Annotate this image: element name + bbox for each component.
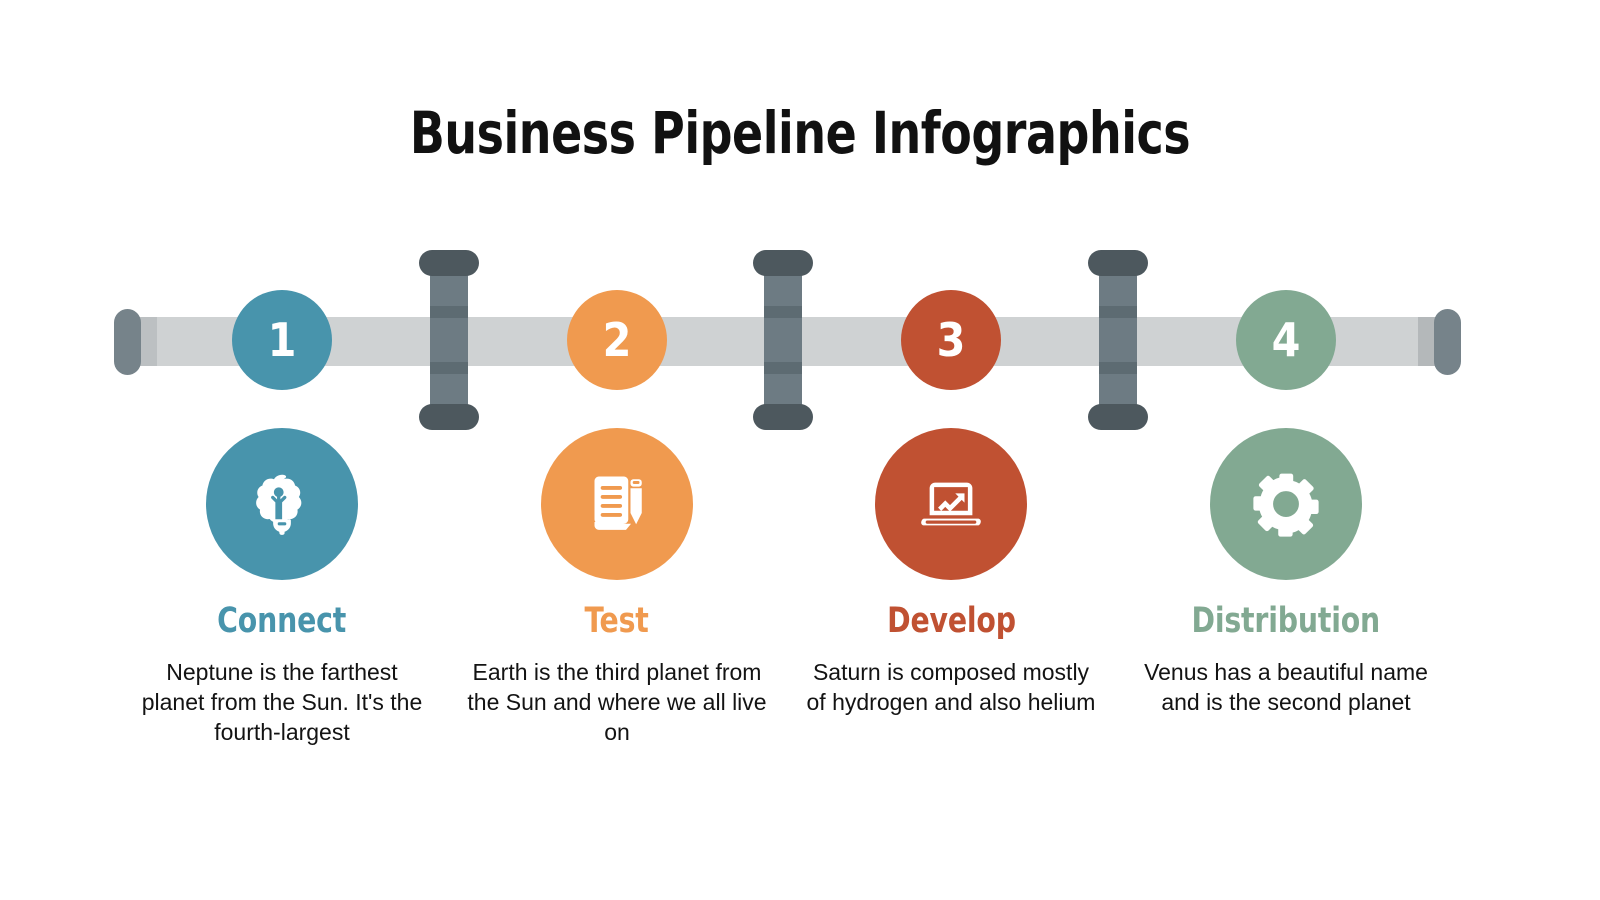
page-title: Business Pipeline Infographics — [409, 98, 1191, 167]
pipe-segment-left — [135, 317, 157, 366]
pipe-valve-3 — [1088, 250, 1148, 430]
valve-band-top — [430, 306, 468, 318]
document-pencil-icon — [594, 476, 642, 530]
pipe-end-cap-right — [1434, 309, 1461, 375]
valve-band-top — [764, 306, 802, 318]
valve-cap-bottom — [753, 404, 813, 430]
valve-shaft — [764, 260, 802, 420]
step-text-1: Neptune is the farthest planet from the … — [141, 658, 423, 745]
pipe-valve-2 — [753, 250, 813, 430]
valve-band-bottom — [1099, 362, 1137, 374]
valve-band-bottom — [430, 362, 468, 374]
brain-lightbulb-icon — [256, 474, 302, 535]
step-icon-circle-4[interactable] — [1210, 428, 1362, 580]
valve-cap-bottom — [1088, 404, 1148, 430]
valve-cap-top — [1088, 250, 1148, 276]
step-icon-circle-1[interactable] — [206, 428, 358, 580]
step-number-badge-3[interactable]: 3 — [901, 290, 1001, 390]
valve-shaft — [430, 260, 468, 420]
step-number-badge-2[interactable]: 2 — [567, 290, 667, 390]
pipe-valve-1 — [419, 250, 479, 430]
step-number-2: 2 — [602, 313, 632, 367]
step-column-2: Test Earth is the third planet from the … — [457, 428, 777, 747]
step-number-badge-1[interactable]: 1 — [232, 290, 332, 390]
valve-band-bottom — [764, 362, 802, 374]
step-icon-circle-2[interactable] — [541, 428, 693, 580]
step-label-2: Test — [584, 601, 650, 641]
step-icon-circle-3[interactable] — [875, 428, 1027, 580]
valve-cap-top — [419, 250, 479, 276]
step-number-1: 1 — [267, 313, 297, 367]
gear-icon — [1253, 473, 1319, 537]
step-number-4: 4 — [1271, 313, 1301, 367]
step-label-1: Connect — [217, 601, 347, 641]
step-column-3: Develop Saturn is composed mostly of hyd… — [791, 428, 1111, 717]
valve-shaft — [1099, 260, 1137, 420]
step-text-2: Earth is the third planet from the Sun a… — [467, 658, 767, 745]
pipe-segment-right — [1418, 317, 1443, 366]
pipe-end-cap-left — [114, 309, 141, 375]
step-text-4: Venus has a beautiful name and is the se… — [1144, 658, 1428, 715]
step-column-4: Distribution Venus has a beautiful name … — [1126, 428, 1446, 717]
valve-band-top — [1099, 306, 1137, 318]
step-text-3: Saturn is composed mostly of hydrogen an… — [806, 658, 1096, 715]
step-number-3: 3 — [936, 313, 966, 367]
laptop-growth-chart-icon — [921, 482, 981, 526]
step-label-3: Develop — [886, 601, 1016, 641]
step-label-4: Distribution — [1191, 601, 1381, 641]
valve-cap-top — [753, 250, 813, 276]
step-column-1: Connect Neptune is the farthest planet f… — [122, 428, 442, 747]
step-number-badge-4[interactable]: 4 — [1236, 290, 1336, 390]
valve-cap-bottom — [419, 404, 479, 430]
